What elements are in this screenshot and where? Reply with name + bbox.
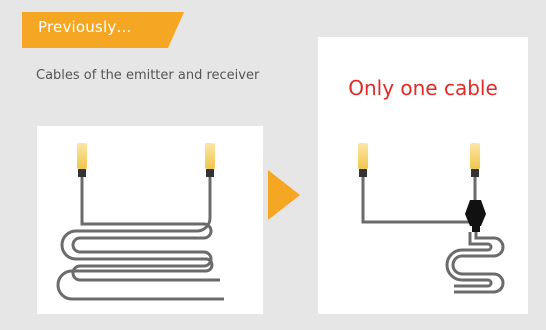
combined-cable [451,232,505,294]
emitter-lead [361,177,470,224]
transition-arrow-icon [268,170,300,220]
receiver-cable [56,177,224,301]
right-caption: Only one cable [348,76,498,100]
emitter-sensor-icon [77,143,87,177]
emitter-cable [71,177,220,282]
after-panel [318,37,528,314]
previously-tag [22,12,184,48]
emitter-sensor-icon [358,143,368,177]
receiver-sensor-icon [205,143,215,177]
previously-label: Previously… [38,18,132,36]
cable-splitter-icon [465,200,486,232]
left-caption: Cables of the emitter and receiver [36,68,260,83]
before-panel [37,126,263,314]
combined-cable-inner [445,232,493,288]
receiver-sensor-icon [470,143,480,177]
